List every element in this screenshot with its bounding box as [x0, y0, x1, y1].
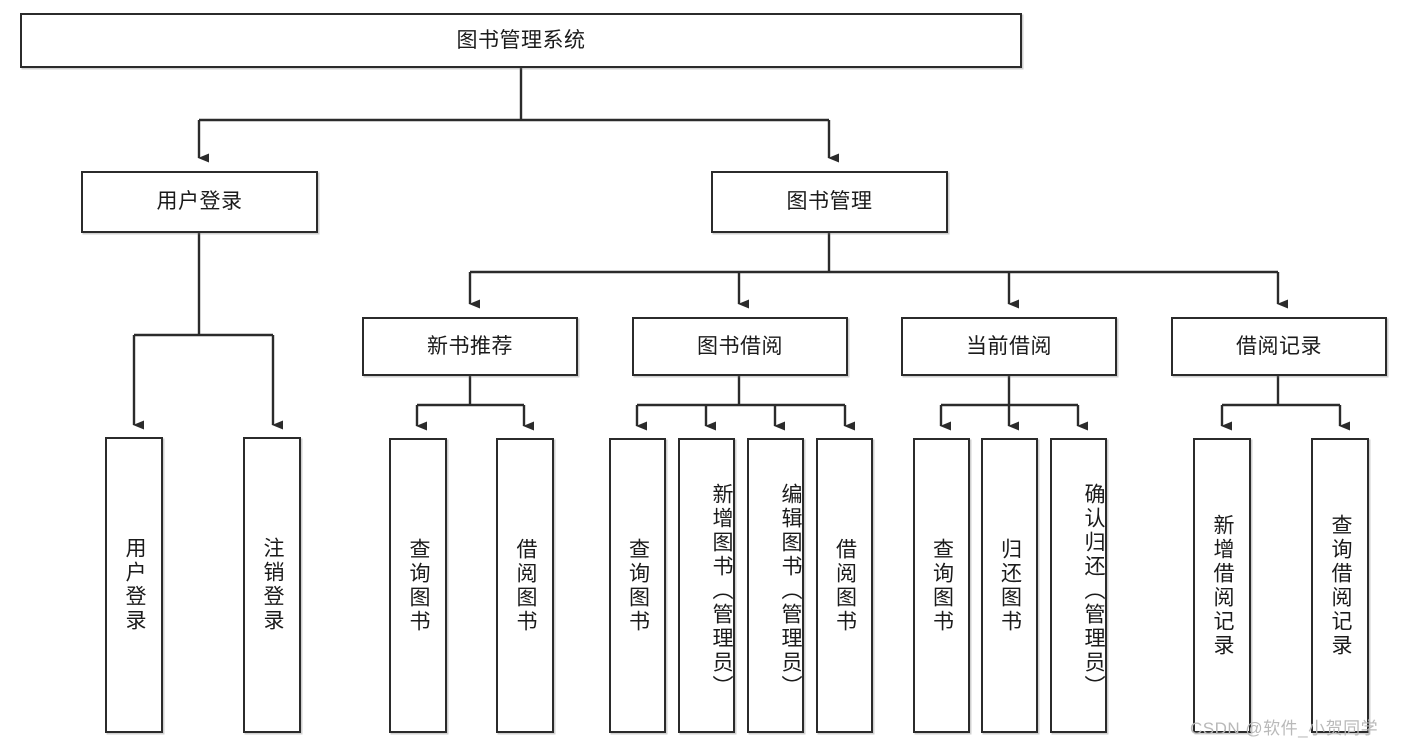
node-leaf-borrow-lend-book[interactable]: 借阅图书 — [816, 438, 873, 733]
node-leaf-logout-label: 注销登录 — [260, 537, 284, 633]
node-leaf-add-book-admin[interactable]: 新增图书（管理员） — [678, 438, 735, 733]
node-leaf-confirm-return-admin-label: 确认归还（管理员） — [1082, 482, 1105, 699]
node-leaf-logout[interactable]: 注销登录 — [243, 437, 301, 733]
node-root-label: 图书管理系统 — [456, 28, 586, 52]
node-book-management-label: 图书管理 — [786, 190, 873, 214]
node-leaf-recommend-borrow-book[interactable]: 借阅图书 — [496, 438, 554, 733]
node-new-book-recommend[interactable]: 新书推荐 — [362, 317, 578, 376]
node-current-borrow[interactable]: 当前借阅 — [901, 317, 1117, 376]
node-leaf-add-borrow-record-label: 新增借阅记录 — [1210, 513, 1234, 658]
node-borrow-history[interactable]: 借阅记录 — [1171, 317, 1387, 376]
node-leaf-user-login-label: 用户登录 — [122, 537, 146, 633]
node-book-borrow-label: 图书借阅 — [697, 334, 783, 358]
node-leaf-edit-book-admin[interactable]: 编辑图书（管理员） — [747, 438, 804, 733]
csdn-watermark: CSDN @软件_小贺同学 — [1190, 719, 1379, 738]
node-leaf-current-query-book[interactable]: 查询图书 — [913, 438, 970, 733]
node-leaf-current-query-book-label: 查询图书 — [930, 537, 954, 634]
node-current-borrow-label: 当前借阅 — [966, 334, 1052, 358]
node-user-login-label: 用户登录 — [156, 190, 243, 214]
node-user-login[interactable]: 用户登录 — [81, 171, 318, 233]
node-borrow-history-label: 借阅记录 — [1236, 334, 1322, 358]
node-leaf-borrow-query-book[interactable]: 查询图书 — [609, 438, 666, 733]
node-leaf-query-borrow-record[interactable]: 查询借阅记录 — [1311, 438, 1369, 733]
node-leaf-query-borrow-record-label: 查询借阅记录 — [1328, 513, 1352, 658]
node-new-book-recommend-label: 新书推荐 — [427, 334, 513, 358]
node-leaf-add-book-admin-label: 新增图书（管理员） — [710, 482, 733, 699]
node-leaf-confirm-return-admin[interactable]: 确认归还（管理员） — [1050, 438, 1107, 733]
node-leaf-recommend-query-book-label: 查询图书 — [406, 537, 430, 634]
node-leaf-recommend-query-book[interactable]: 查询图书 — [389, 438, 447, 733]
node-leaf-borrow-query-book-label: 查询图书 — [626, 537, 650, 634]
node-leaf-user-login[interactable]: 用户登录 — [105, 437, 163, 733]
node-leaf-add-borrow-record[interactable]: 新增借阅记录 — [1193, 438, 1251, 733]
node-book-borrow[interactable]: 图书借阅 — [632, 317, 848, 376]
node-leaf-return-book[interactable]: 归还图书 — [981, 438, 1038, 733]
node-book-management[interactable]: 图书管理 — [711, 171, 948, 233]
node-root[interactable]: 图书管理系统 — [20, 13, 1022, 68]
node-leaf-edit-book-admin-label: 编辑图书（管理员） — [779, 482, 802, 699]
node-leaf-borrow-lend-book-label: 借阅图书 — [833, 537, 857, 634]
node-leaf-recommend-borrow-book-label: 借阅图书 — [513, 537, 537, 634]
node-leaf-return-book-label: 归还图书 — [998, 537, 1022, 634]
